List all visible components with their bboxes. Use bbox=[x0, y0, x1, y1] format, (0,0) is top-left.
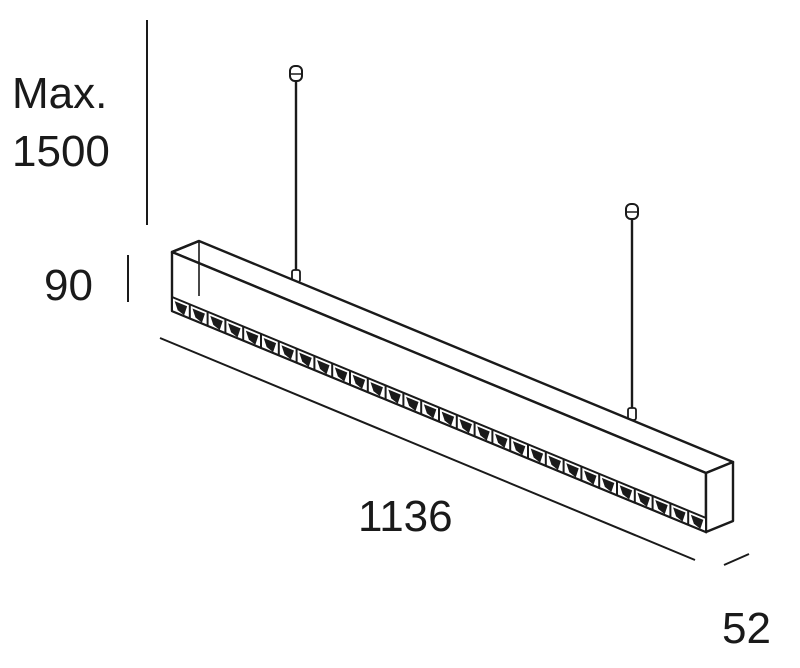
max-label: Max. bbox=[12, 69, 107, 118]
suspension-cable-left bbox=[289, 65, 303, 283]
louver-cell bbox=[566, 463, 579, 478]
louver-cell bbox=[245, 330, 259, 345]
louver-cell bbox=[601, 477, 615, 493]
height-value: 90 bbox=[44, 261, 93, 310]
louver-cell bbox=[441, 411, 455, 426]
louver-cell bbox=[174, 301, 188, 316]
width-dimension-line bbox=[723, 553, 750, 566]
suspension-cable-right bbox=[625, 203, 639, 421]
louver-cell bbox=[406, 396, 419, 412]
luminaire-body bbox=[170, 239, 735, 534]
length-value: 1136 bbox=[358, 492, 453, 541]
louver-cell bbox=[673, 507, 686, 522]
louver-cell bbox=[210, 315, 223, 330]
louver-cell bbox=[228, 323, 241, 338]
louver-cell bbox=[334, 367, 348, 382]
louver-cell bbox=[317, 360, 330, 375]
louver-cell bbox=[584, 470, 597, 485]
louver-grid bbox=[171, 297, 707, 532]
louver-cell bbox=[388, 389, 401, 404]
louver-cell bbox=[477, 426, 490, 441]
louver-cell bbox=[637, 492, 650, 507]
louver-cell bbox=[263, 337, 277, 353]
louver-cell bbox=[690, 514, 704, 529]
louver-cell bbox=[281, 345, 294, 360]
louver-cell bbox=[192, 308, 205, 323]
louver-cell bbox=[352, 374, 366, 389]
louver-cell bbox=[423, 404, 437, 419]
louver-cell bbox=[548, 455, 561, 470]
length-dimension-line bbox=[159, 337, 696, 561]
louver-cell bbox=[459, 418, 472, 434]
width-value: 52 bbox=[722, 604, 771, 653]
louver-cell bbox=[530, 448, 544, 463]
louver-cell bbox=[299, 352, 312, 367]
max-height-value: 1500 bbox=[12, 127, 110, 176]
louver-cell bbox=[495, 433, 508, 448]
louver-cell bbox=[370, 382, 383, 397]
louver-cell bbox=[655, 500, 668, 515]
louver-cell bbox=[512, 441, 526, 456]
louver-cell bbox=[619, 485, 633, 500]
